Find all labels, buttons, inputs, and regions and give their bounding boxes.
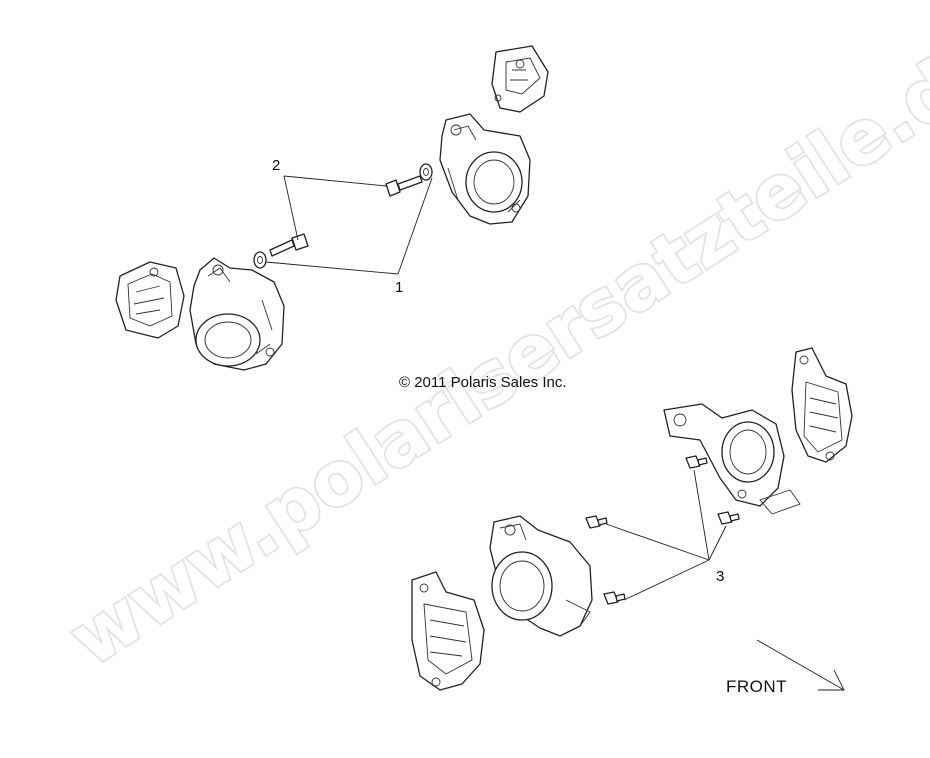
bolt-right-2 bbox=[717, 511, 740, 525]
bolt-upper bbox=[385, 175, 423, 197]
bolt-right-1 bbox=[685, 455, 708, 469]
callout-2: 2 bbox=[272, 157, 280, 174]
knuckle-top-right bbox=[439, 113, 531, 225]
front-arrow bbox=[756, 639, 845, 691]
spindle-lower bbox=[489, 515, 593, 637]
callout-1: 1 bbox=[395, 279, 403, 296]
leader-lines-1-2 bbox=[265, 175, 433, 275]
front-label: FRONT bbox=[726, 677, 787, 696]
washer-lower bbox=[253, 251, 267, 269]
spindle-right bbox=[663, 403, 801, 515]
bolt-lower-center bbox=[603, 591, 626, 605]
caliper-left bbox=[115, 261, 185, 339]
bolt-center bbox=[585, 515, 608, 529]
caliper-top-right bbox=[491, 45, 549, 113]
caliper-right bbox=[791, 347, 853, 463]
bolt-lower bbox=[269, 233, 309, 257]
caliper-lower-left bbox=[411, 571, 485, 691]
washer-upper bbox=[419, 163, 433, 181]
knuckle-left bbox=[189, 257, 285, 371]
leader-lines-3 bbox=[605, 469, 727, 601]
callout-3: 3 bbox=[716, 568, 724, 585]
copyright-text: © 2011 Polaris Sales Inc. bbox=[399, 374, 567, 391]
